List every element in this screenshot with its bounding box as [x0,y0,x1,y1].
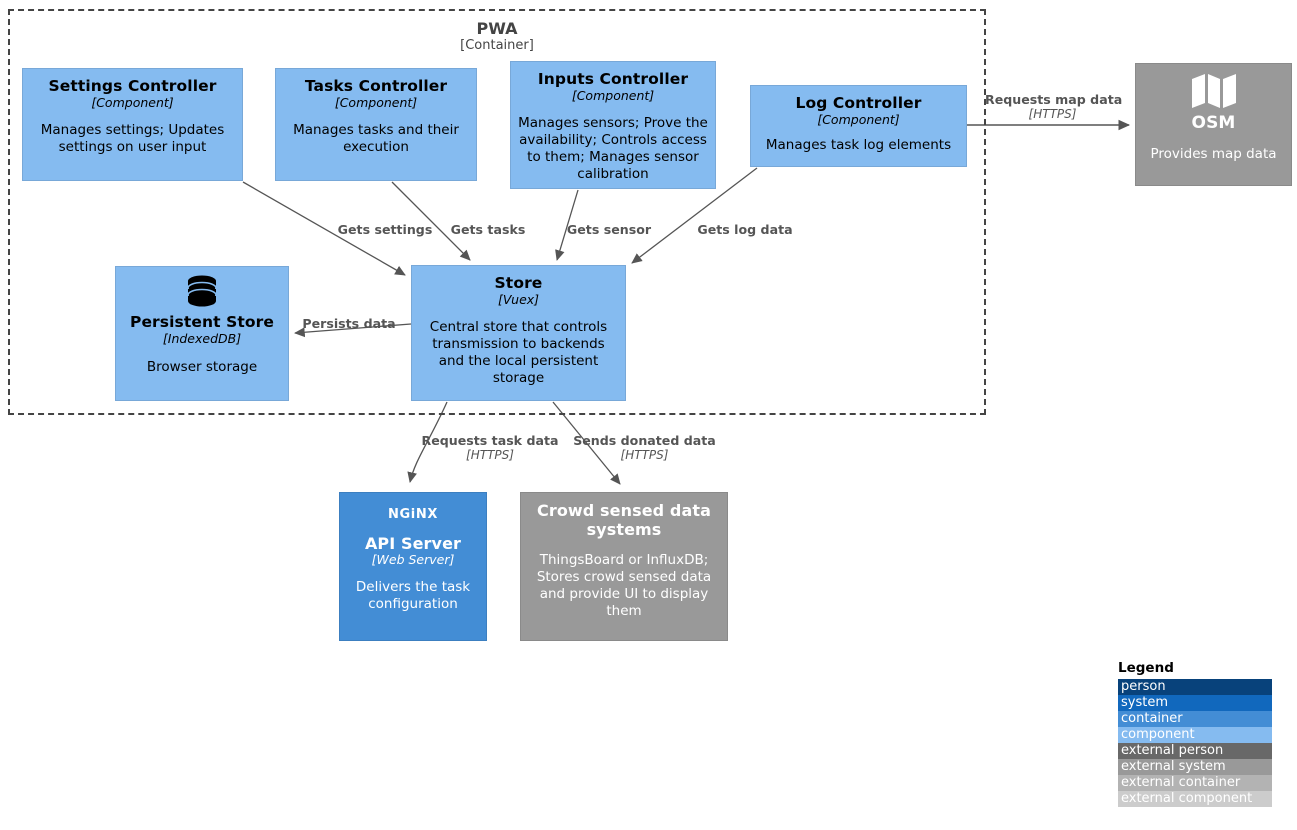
node-description: ThingsBoard or InfluxDB; Stores crowd se… [536,552,712,619]
boundary-title: PWA [476,19,518,38]
node-title: Tasks Controller [304,77,448,95]
database-icon [184,275,220,307]
node-title: OSM [1191,113,1236,133]
node-title: Inputs Controller [537,70,689,88]
node-description: Manages tasks and their execution [293,122,459,155]
boundary-subtitle: [Container] [460,38,534,53]
node-crowd-sensed-data-systems[interactable]: Crowd sensed data systems ThingsBoard or… [520,492,728,641]
node-technology: [Vuex] [497,292,540,307]
node-technology: [IndexedDB] [162,331,242,346]
node-technology: [Component] [817,112,900,127]
node-description: Central store that controls transmission… [429,319,608,386]
node-title: Crowd sensed data systems [537,501,711,539]
node-description: Manages settings; Updates settings on us… [40,122,225,155]
node-description: Manages sensors; Prove the availability;… [518,115,708,182]
legend-item-external-component: external component [1118,791,1272,807]
node-tasks-controller[interactable]: Tasks Controller [Component] Manages tas… [275,68,477,181]
node-description: Delivers the task configuration [355,579,471,612]
edge-label-persists-data: Persists data [302,316,396,331]
legend-title: Legend [1118,660,1174,676]
edge-label-requests-map-data: Requests map data [HTTPS] [985,92,1123,121]
edge-label-gets-log-data: Gets log data [697,222,793,237]
edge-label-gets-sensor: Gets sensor [566,222,652,237]
node-description: Provides map data [1150,146,1277,162]
node-settings-controller[interactable]: Settings Controller [Component] Manages … [22,68,243,181]
legend: Legend person system container component… [1118,660,1272,807]
nginx-logo-icon: NGiNX [388,507,438,522]
node-title: Settings Controller [48,77,217,95]
node-osm[interactable]: OSM Provides map data [1135,63,1292,186]
legend-item-person: person [1118,679,1272,695]
legend-item-component: component [1118,727,1272,743]
boundary-pwa: PWA [Container] [8,9,986,415]
node-title: Log Controller [795,94,922,112]
node-title: API Server [364,534,462,553]
edge-label-requests-task-data: Requests task data [HTTPS] [421,433,559,462]
node-title: Store [494,274,543,292]
node-technology: [Component] [334,95,418,110]
legend-item-external-system: external system [1118,759,1272,775]
node-title: Persistent Store [129,313,275,331]
node-store[interactable]: Store [Vuex] Central store that controls… [411,265,626,401]
node-technology: [Component] [571,88,655,103]
node-technology: [Component] [91,95,174,110]
node-description: Browser storage [146,359,258,375]
node-inputs-controller[interactable]: Inputs Controller [Component] Manages se… [510,61,716,189]
map-icon [1191,72,1237,110]
legend-item-container: container [1118,711,1272,727]
edge-label-sends-donated-data: Sends donated data [HTTPS] [573,433,716,462]
node-technology: [Web Server] [371,552,455,567]
edge-label-gets-tasks: Gets tasks [450,222,526,237]
node-api-server[interactable]: NGiNX API Server [Web Server] Delivers t… [339,492,487,641]
node-description: Manages task log elements [765,137,952,153]
legend-item-system: system [1118,695,1272,711]
node-persistent-store[interactable]: Persistent Store [IndexedDB] Browser sto… [115,266,289,401]
legend-item-external-container: external container [1118,775,1272,791]
node-log-controller[interactable]: Log Controller [Component] Manages task … [750,85,967,167]
legend-item-external-person: external person [1118,743,1272,759]
edge-label-gets-settings: Gets settings [337,222,433,237]
